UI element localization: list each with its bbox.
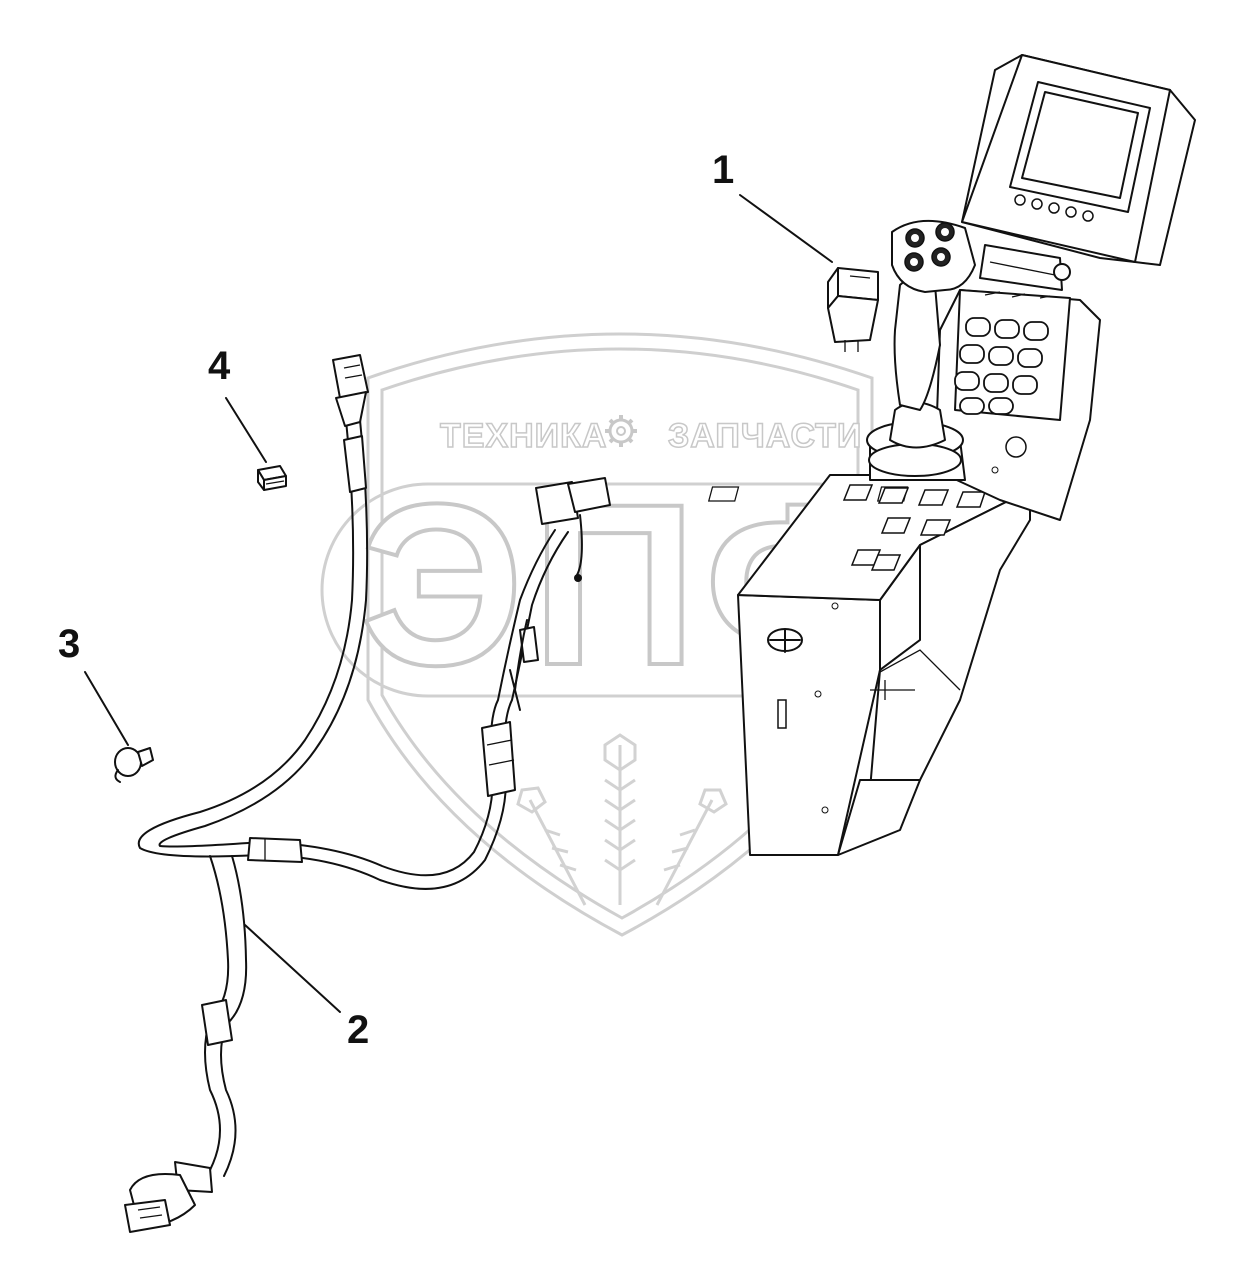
callout-3: 3 <box>58 622 129 746</box>
watermark-left-word: ТЕХНИКА <box>440 417 607 455</box>
callout-1: 1 <box>712 148 833 263</box>
callout-label-2: 2 <box>347 1008 369 1052</box>
switch-part <box>827 267 879 352</box>
callout-label-3: 3 <box>58 622 80 666</box>
wiring-harness-part <box>124 354 611 1233</box>
connector-plug-part <box>257 465 287 491</box>
callout-4: 4 <box>208 344 267 463</box>
gear-icon <box>605 415 637 447</box>
push-clip-part <box>114 747 154 783</box>
control-console <box>707 54 1196 856</box>
callout-label-1: 1 <box>712 148 734 192</box>
callout-label-4: 4 <box>208 344 231 388</box>
callout-2: 2 <box>244 924 369 1052</box>
watermark-right-word: ЗАПЧАСТИ <box>668 417 862 455</box>
